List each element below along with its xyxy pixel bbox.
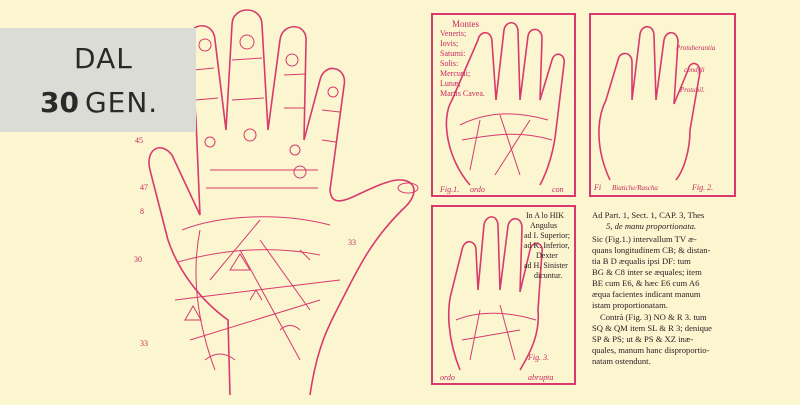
text-line-8: istam proportionatam. xyxy=(592,300,668,310)
plate3-legend-5: ad H. Sinister xyxy=(524,261,568,270)
plate3-fig: Fig. 3. xyxy=(527,353,549,362)
text-line-13: natam ostendunt. xyxy=(592,356,651,366)
plate1-caption-left: Fig.1. xyxy=(439,185,459,194)
plate2-caption-mid: Biatiche/Rascha xyxy=(612,184,658,192)
svg-text:47: 47 xyxy=(140,183,148,192)
plate3-legend-2: ad I. Superior; xyxy=(524,231,570,240)
plate3-legend-4: Dexter xyxy=(536,251,558,260)
text-line-10: SQ & QM item SL & R 3; denique xyxy=(592,323,712,333)
date-day: 30 xyxy=(40,86,79,119)
plate1-legend-5: Mercurii; xyxy=(440,69,470,78)
svg-text:30: 30 xyxy=(134,255,142,264)
plate1-legend-3: Saturni: xyxy=(440,49,465,58)
text-line-6: BE cum E6, & hæc E6 cum A6 xyxy=(592,278,700,288)
plate1-legend-4: Solis: xyxy=(440,59,458,68)
plate2-label-2: Protubil. xyxy=(679,86,705,94)
text-line-11: SP & PS; ut & PS & XZ inæ- xyxy=(592,334,694,344)
text-line-4: tia B D æqualis ipsi DF: tum xyxy=(592,256,691,266)
plate-2: Protuberantia condyli Protubil. Fi Biati… xyxy=(589,13,736,197)
svg-text:33: 33 xyxy=(348,238,356,247)
plate1-caption-right: con xyxy=(552,185,564,194)
text-line-5: BG & C8 inter se æquales; item xyxy=(592,267,702,277)
plate1-legend-1: Veneris; xyxy=(440,29,466,38)
plate3-caption-left: ordo xyxy=(440,373,455,382)
plate2-label-1: condyli xyxy=(684,66,705,74)
text-line-1: 5, de manu proportionata. xyxy=(606,221,696,231)
plate3-legend-3: ad K. Inferior, xyxy=(524,241,569,250)
svg-text:33: 33 xyxy=(140,339,148,348)
plate2-caption-left: Fi xyxy=(593,183,601,192)
plate3-legend-6: dicuntur. xyxy=(534,271,562,280)
plate3-legend-1: Angulus xyxy=(530,221,557,230)
text-line-7: æqua facientes indicant manum xyxy=(592,289,701,299)
plate1-caption-mid: ordo xyxy=(470,185,485,194)
plate1-legend-0: Montes xyxy=(452,19,479,29)
plate2-label-0: Protuberantia xyxy=(675,44,716,52)
svg-text:8: 8 xyxy=(140,207,144,216)
plate-1: Montes Veneris; Iovis; Saturni: Solis: M… xyxy=(431,13,576,197)
date-month: GEN. xyxy=(84,86,159,119)
large-hand-drawing: 45 47 8 30 33 33 xyxy=(134,9,419,396)
text-line-3: quans longitudinem CB; & distan- xyxy=(592,245,711,255)
plate-3: In A lo HIK Angulus ad I. Superior; ad K… xyxy=(431,205,576,385)
plate1-legend-2: Iovis; xyxy=(440,39,458,48)
svg-text:45: 45 xyxy=(135,136,143,145)
plate3-legend-0: In A lo HIK xyxy=(526,211,564,220)
text-line-2: Sic (Fig.1.) intervallum TV æ- xyxy=(592,234,697,244)
plate1-legend-7: Martis Cavea. xyxy=(440,89,485,98)
plate3-caption-right: abrupta xyxy=(528,373,553,382)
date-prefix: DAL xyxy=(74,42,133,75)
plate2-caption-right: Fig. 2. xyxy=(691,183,713,192)
text-block: Ad Part. 1, Sect. 1, CAP. 3, Thes 5, de … xyxy=(592,210,712,366)
text-line-9: Contrà (Fig. 3) NO & R 3. tum xyxy=(600,312,707,322)
text-line-0: Ad Part. 1, Sect. 1, CAP. 3, Thes xyxy=(592,210,705,220)
plate1-legend-6: Lunæ; xyxy=(440,79,460,88)
text-line-12: quales, manum hanc disproportio- xyxy=(592,345,710,355)
